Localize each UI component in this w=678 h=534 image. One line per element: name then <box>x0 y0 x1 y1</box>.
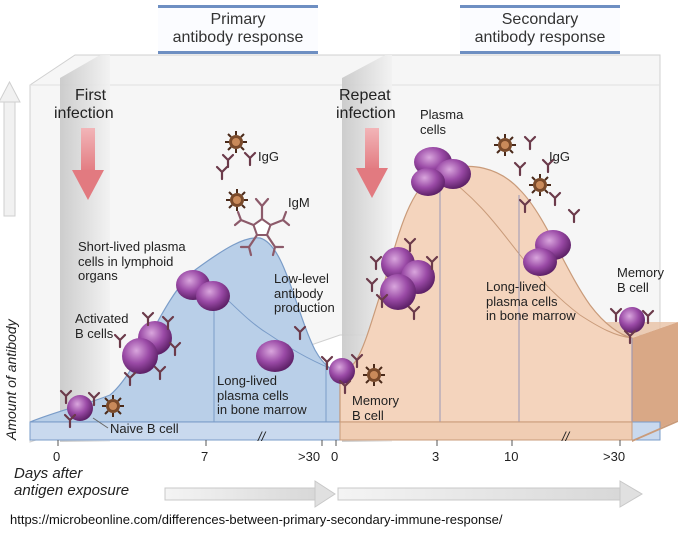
first-infection-label: First infection <box>70 87 114 123</box>
tick-primary-0: 0 <box>53 449 60 464</box>
plasma-cells-line2: cells <box>420 123 463 138</box>
short-lived-line1: Short-lived plasma <box>78 240 186 255</box>
repeat-infection-line2: infection <box>336 105 396 123</box>
secondary-banner-line1: Secondary <box>460 11 620 29</box>
axis-break-secondary: // <box>562 429 569 444</box>
low-level-line3: production <box>274 301 335 316</box>
igg-label-secondary: IgG <box>549 150 570 165</box>
source-url: https://microbeonline.com/differences-be… <box>10 512 503 527</box>
long-lived-secondary-line2: plasma cells <box>486 295 576 310</box>
plasma-cells-label: Plasma cells <box>420 108 463 137</box>
x-tick-marks <box>58 440 620 446</box>
tick-primary-30: >30 <box>298 449 320 464</box>
memory-primary-line2: B cell <box>352 409 399 424</box>
short-lived-plasma-label: Short-lived plasma cells in lymphoid org… <box>78 240 186 284</box>
long-lived-secondary-label: Long-lived plasma cells in bone marrow <box>486 280 576 324</box>
x-axis-arrow-secondary <box>338 481 642 507</box>
activated-b-cells-label: Activated B cells <box>75 312 128 341</box>
long-lived-plasma-cell-primary <box>256 340 294 372</box>
igg-label-primary: IgG <box>258 150 279 165</box>
primary-banner-line2: antibody response <box>158 29 318 47</box>
axis-break-primary: // <box>258 429 265 444</box>
repeat-infection-line1: Repeat <box>336 87 396 105</box>
tick-secondary-10: 10 <box>504 449 518 464</box>
memory-primary-line1: Memory <box>352 394 399 409</box>
primary-banner-line1: Primary <box>158 11 318 29</box>
secondary-banner-line2: antibody response <box>460 29 620 47</box>
memory-b-cell-primary-label: Memory B cell <box>352 394 399 423</box>
low-level-production-label: Low-level antibody production <box>274 272 335 316</box>
memory-secondary-line2: B cell <box>617 281 664 296</box>
timeline-floor-secondary <box>340 422 632 440</box>
first-infection-line1: First <box>70 87 114 105</box>
memory-secondary-line1: Memory <box>617 266 664 281</box>
long-lived-primary-label: Long-lived plasma cells in bone marrow <box>217 374 307 418</box>
x-axis-arrow-primary <box>165 481 335 507</box>
secondary-response-banner: Secondary antibody response <box>460 5 620 54</box>
long-lived-primary-line2: plasma cells <box>217 389 307 404</box>
y-axis-label: Amount of antibody <box>3 319 19 440</box>
short-lived-line3: organs <box>78 269 186 284</box>
tick-secondary-0: 0 <box>331 449 338 464</box>
activated-line2: B cells <box>75 327 128 342</box>
primary-response-banner: Primary antibody response <box>158 5 318 54</box>
y-axis-arrow <box>0 82 20 216</box>
tick-secondary-3: 3 <box>432 449 439 464</box>
plasma-cells-line1: Plasma <box>420 108 463 123</box>
long-lived-secondary-line1: Long-lived <box>486 280 576 295</box>
naive-b-cell-label: Naive B cell <box>110 422 179 437</box>
activated-line1: Activated <box>75 312 128 327</box>
long-lived-primary-line1: Long-lived <box>217 374 307 389</box>
long-lived-secondary-line3: in bone marrow <box>486 309 576 324</box>
x-axis-line2: antigen exposure <box>14 482 129 499</box>
x-axis-line1: Days after <box>14 465 129 482</box>
low-level-line1: Low-level <box>274 272 335 287</box>
igm-label: IgM <box>288 196 310 211</box>
first-infection-line2: infection <box>54 105 114 123</box>
x-axis-label: Days after antigen exposure <box>14 465 129 500</box>
tick-secondary-30: >30 <box>603 449 625 464</box>
memory-b-cell-secondary-label: Memory B cell <box>617 266 664 295</box>
low-level-line2: antibody <box>274 287 335 302</box>
long-lived-primary-line3: in bone marrow <box>217 403 307 418</box>
repeat-infection-label: Repeat infection <box>336 87 396 123</box>
short-lived-line2: cells in lymphoid <box>78 255 186 270</box>
tick-primary-7: 7 <box>201 449 208 464</box>
